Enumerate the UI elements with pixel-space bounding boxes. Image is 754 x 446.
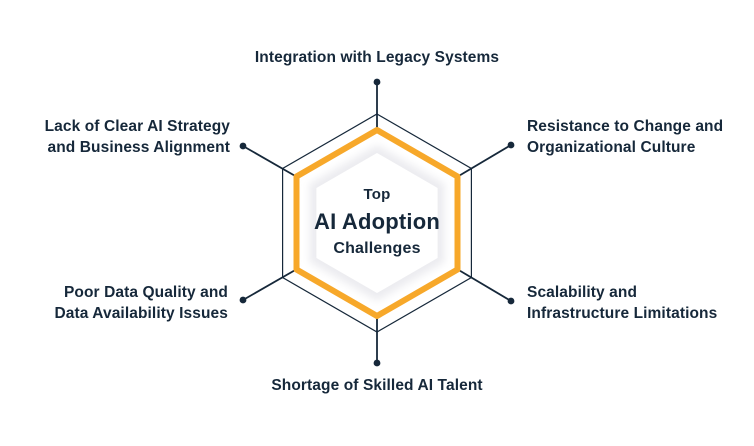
label-lack-of-clear-ai-strategy: Lack of Clear AI Strategy and Business A… <box>45 116 230 158</box>
connector-line-top-left <box>242 145 298 178</box>
label-line: Organizational Culture <box>527 139 696 156</box>
label-line: Infrastructure Limitations <box>527 305 718 322</box>
label-line: Resistance to Change and <box>527 118 724 135</box>
center-title-kicker: Top <box>363 186 391 203</box>
label-integration-legacy-systems: Integration with Legacy Systems <box>254 49 500 66</box>
label-line: Lack of Clear AI Strategy <box>44 118 230 135</box>
connector-dot-top-right <box>507 141 515 149</box>
connector-line-top-right <box>456 144 512 178</box>
connector-dot-bottom-left <box>239 296 247 304</box>
label-resistance-to-change: Resistance to Change and Organizational … <box>527 116 723 158</box>
label-line: Data Availability Issues <box>54 305 228 322</box>
center-title: Top AI Adoption Challenges <box>287 186 467 258</box>
center-title-main: AI Adoption <box>313 209 440 234</box>
label-line: Scalability and <box>527 284 638 301</box>
label-shortage-skilled-ai-talent: Shortage of Skilled AI Talent <box>271 377 483 394</box>
label-line: and Business Alignment <box>47 139 230 156</box>
connector-dot-top <box>373 78 381 86</box>
inner-hexagon <box>316 153 438 293</box>
label-scalability-infrastructure: Scalability and Infrastructure Limitatio… <box>527 282 717 324</box>
connector-dot-bottom <box>373 359 381 367</box>
connector-dot-bottom-right <box>507 297 515 305</box>
label-line: Poor Data Quality and <box>63 284 228 301</box>
connector-line-bottom-right <box>456 268 512 302</box>
center-title-subline: Challenges <box>333 240 421 257</box>
label-poor-data-quality: Poor Data Quality and Data Availability … <box>54 282 228 324</box>
connector-dot-top-left <box>239 142 247 150</box>
connector-line-bottom-left <box>242 268 298 301</box>
